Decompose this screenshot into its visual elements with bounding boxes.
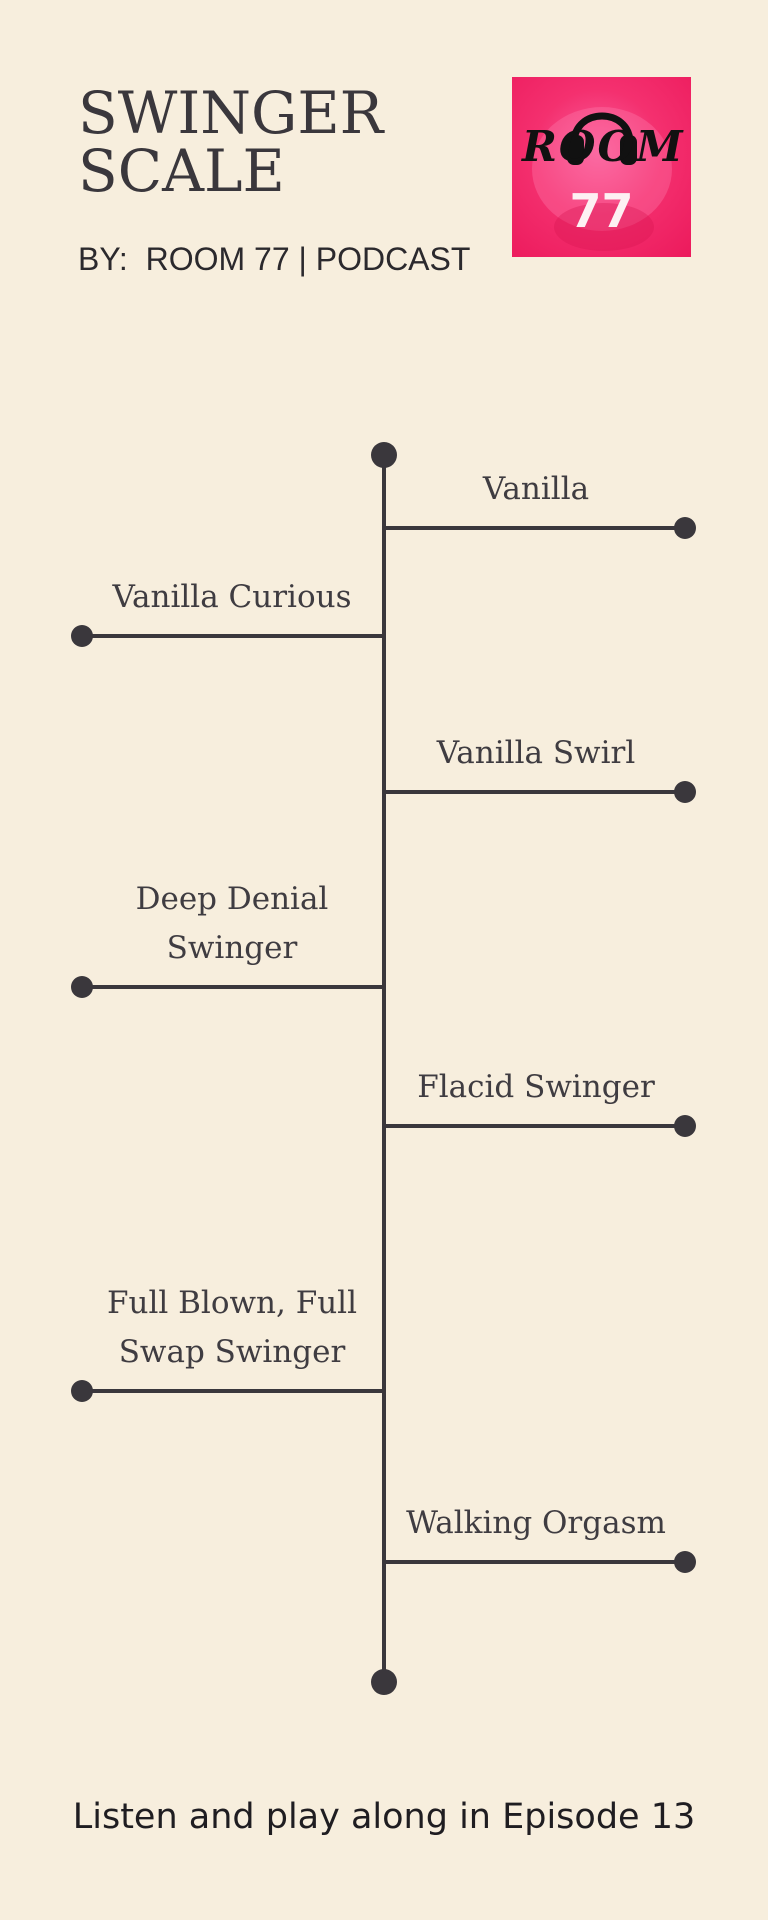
logo-word: ROOM — [522, 122, 685, 171]
branch-end-dot — [674, 1115, 696, 1137]
branch-end-dot — [71, 625, 93, 647]
branch-end-dot — [71, 1380, 93, 1402]
scale-label: Walking Orgasm — [386, 1499, 686, 1548]
scale-label-line: Swap Swinger — [118, 1334, 346, 1370]
byline: BY: ROOM 77 | PODCAST — [78, 241, 471, 277]
scale-label: Vanilla Swirl — [386, 729, 686, 778]
branch-end-dot — [674, 517, 696, 539]
title-line-2: SCALE — [78, 137, 285, 205]
scale-label: Vanilla — [386, 465, 686, 514]
branch-end-dot — [674, 1551, 696, 1573]
logo-art — [532, 107, 672, 251]
branch-end-dot — [674, 781, 696, 803]
scale-label-line: Vanilla — [482, 471, 590, 507]
scale-label: Vanilla Curious — [82, 573, 382, 622]
page-title: SWINGER SCALE — [78, 84, 383, 200]
scale-label-line: Vanilla Swirl — [436, 735, 636, 771]
footer-text: Listen and play along in Episode 13 — [72, 1797, 696, 1837]
scale-label-line: Flacid Swinger — [417, 1069, 655, 1105]
spine-bottom-dot — [371, 1669, 397, 1695]
logo-number: 77 — [569, 184, 634, 238]
room77-logo: ROOM 77 — [512, 77, 691, 257]
scale-label-line: Swinger — [166, 930, 298, 966]
scale-label-line: Vanilla Curious — [112, 579, 352, 615]
headphones-icon — [567, 112, 637, 165]
scale-label-line: Walking Orgasm — [406, 1505, 666, 1541]
spine-top-dot — [371, 442, 397, 468]
title-line-1: SWINGER — [78, 79, 384, 147]
scale-label-line: Full Blown, Full — [106, 1285, 358, 1321]
scale-label: Flacid Swinger — [386, 1063, 686, 1112]
branch-end-dot — [71, 976, 93, 998]
scale-label-line: Deep Denial — [135, 881, 329, 917]
